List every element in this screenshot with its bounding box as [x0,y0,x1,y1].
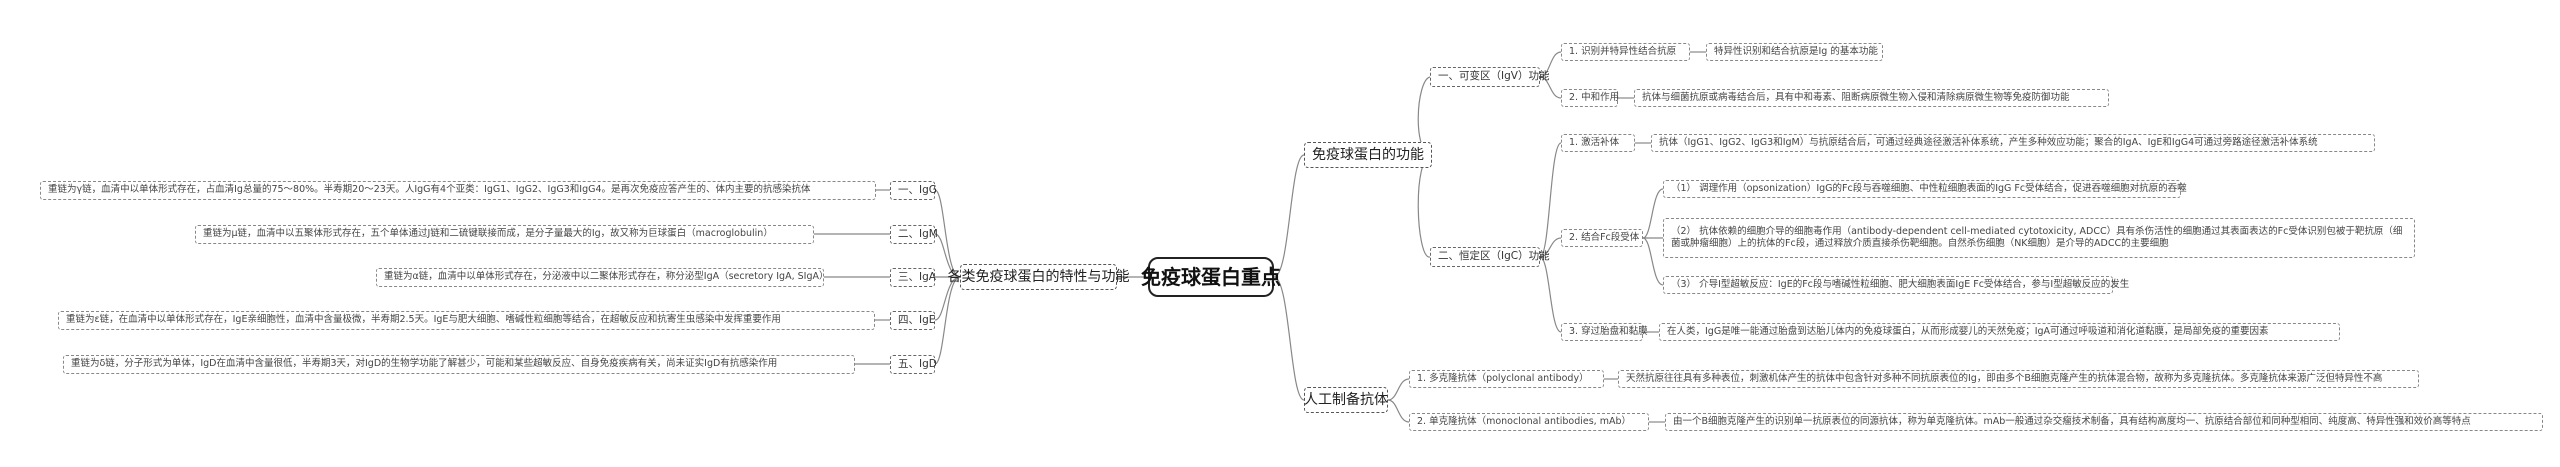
class-igg-detail[interactable]: 重链为γ链，血清中以单体形式存在，占血清Ig总量的75～80%。半寿期20～23… [40,181,876,200]
root-label: 免疫球蛋白重点 [1141,265,1281,289]
monoclonal-antibody[interactable]: 2. 单克隆抗体（monoclonal antibodies, mAb） [1409,413,1649,431]
fc-receptor-binding[interactable]: 2. 结合Fc段受体 [1561,229,1643,247]
v-region-item-2[interactable]: 2. 中和作用 [1561,89,1619,107]
complement-activation-detail[interactable]: 抗体（IgG1、IgG2、IgG3和IgM）与抗原结合后，可通过经典途径激活补体… [1651,134,2375,152]
c-region-branch[interactable]: 二、恒定区（IgC）功能 [1430,247,1550,267]
monoclonal-antibody-detail[interactable]: 由一个B细胞克隆产生的识别单一抗原表位的同源抗体，称为单克隆抗体。mAb一般通过… [1665,413,2543,431]
class-igd[interactable]: 五、IgD [890,355,937,374]
class-igm-detail[interactable]: 重链为μ链，血清中以五聚体形式存在，五个单体通过J链和二硫键联接而成，是分子量最… [195,225,814,244]
v-region-item-1-detail[interactable]: 特异性识别和结合抗原是Ig 的基本功能 [1706,43,1883,61]
v-region-item-1[interactable]: 1. 识别并特异性结合抗原 [1561,43,1690,61]
root-topic[interactable]: 免疫球蛋白重点 [1141,257,1281,297]
class-igg[interactable]: 一、IgG [890,181,937,200]
complement-activation[interactable]: 1. 激活补体 [1561,134,1635,152]
class-igm[interactable]: 二、IgM [890,225,938,244]
v-region-item-2-detail[interactable]: 抗体与细菌抗原或病毒结合后，具有中和毒素、阻断病原微生物入侵和清除病原微生物等免… [1634,89,2109,107]
class-iga-detail[interactable]: 重链为α链，血清中以单体形式存在，分泌液中以二聚体形式存在，称分泌型IgA（se… [376,268,828,287]
class-ige[interactable]: 四、IgE [890,311,935,330]
antibodies-branch[interactable]: 人工制备抗体 [1304,387,1388,413]
placenta-mucosa[interactable]: 3. 穿过胎盘和黏膜 [1561,323,1648,341]
polyclonal-antibody[interactable]: 1. 多克隆抗体（polyclonal antibody） [1409,370,1604,388]
class-iga[interactable]: 三、IgA [890,268,936,287]
hypersensitivity-item[interactable]: （3） 介导I型超敏反应：IgE的Fc段与嗜碱性粒细胞、肥大细胞表面IgE Fc… [1663,276,2129,294]
polyclonal-antibody-detail[interactable]: 天然抗原往往具有多种表位，刺激机体产生的抗体中包含针对多种不同抗原表位的Ig，即… [1618,370,2419,388]
adcc-item[interactable]: （2） 抗体依赖的细胞介导的细胞毒作用（antibody-dependent c… [1663,218,2415,258]
functions-branch[interactable]: 免疫球蛋白的功能 [1304,142,1432,168]
class-ige-detail[interactable]: 重链为ε链，在血清中以单体形式存在，IgE亲细胞性，血清中含量极微，半寿期2.5… [58,311,875,330]
v-region-branch[interactable]: 一、可变区（IgV）功能 [1430,67,1549,87]
placenta-mucosa-detail[interactable]: 在人类，IgG是唯一能通过胎盘到达胎儿体内的免疫球蛋白，从而形成婴儿的天然免疫；… [1659,323,2340,341]
opsonization-item[interactable]: （1） 调理作用（opsonization）IgG的Fc段与吞噬细胞、中性粒细胞… [1663,180,2187,198]
classes-branch[interactable]: 各类免疫球蛋白的特性与功能 [948,264,1130,290]
class-igd-detail[interactable]: 重链为δ链，分子形式为单体，IgD在血清中含量很低，半寿期3天，对IgD的生物学… [63,355,855,374]
